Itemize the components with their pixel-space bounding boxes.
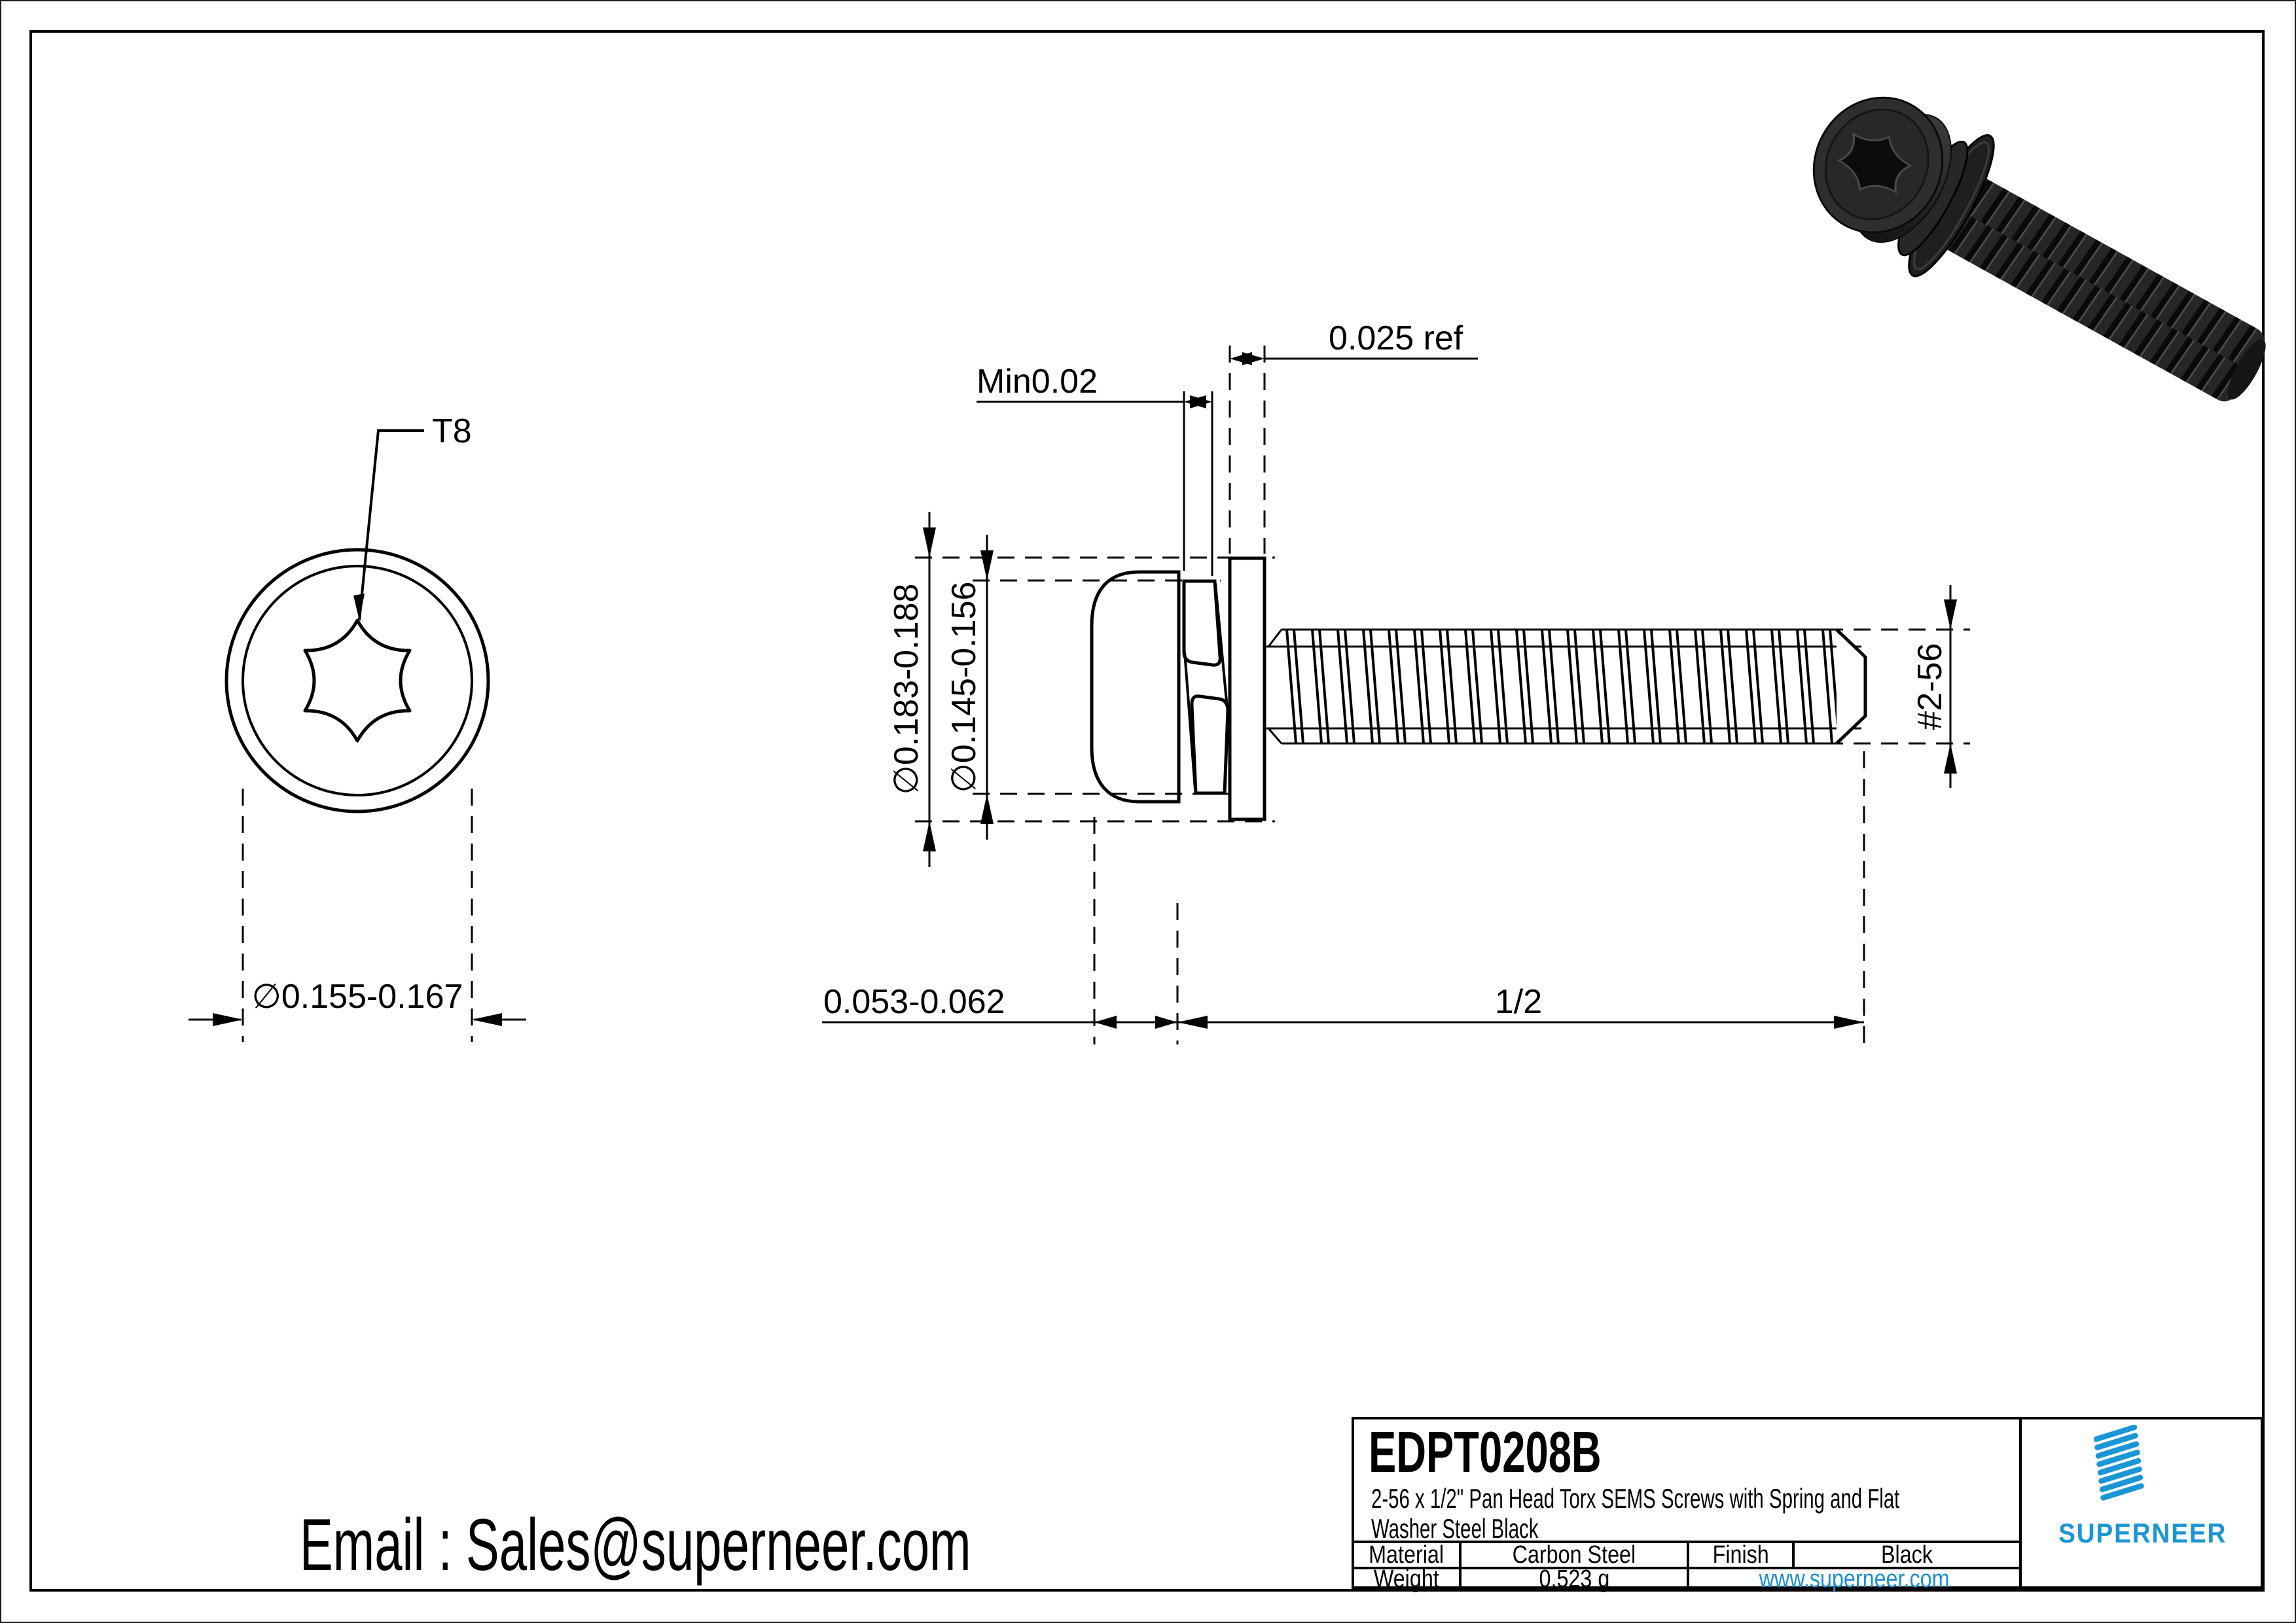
t8-leader-arrow bbox=[353, 594, 365, 620]
dim-label-head-height: 0.053-0.062 bbox=[823, 983, 1005, 1021]
dim-label-washer-ref: 0.025 ref bbox=[1329, 319, 1463, 357]
brand-logo-cell: SUPERNEER bbox=[2022, 1419, 2263, 1586]
part-description-line2: Washer Steel Black bbox=[1371, 1513, 1539, 1544]
finish-label-cell: Finish bbox=[1689, 1541, 1795, 1569]
thread-start-edge bbox=[1267, 629, 1283, 647]
thread-ridges-3d bbox=[1945, 179, 2262, 401]
side-view bbox=[1090, 556, 1867, 821]
website-link-cell: www.superneer.com bbox=[1689, 1565, 2022, 1593]
spring-washer-lower bbox=[1190, 694, 1230, 795]
weight-value-cell: 0.523 g bbox=[1462, 1565, 1689, 1593]
spring-washer-upper bbox=[1182, 579, 1222, 667]
t8-leader-line bbox=[358, 429, 424, 621]
sheet-frame bbox=[29, 30, 2265, 1592]
pan-head-profile bbox=[1090, 570, 1181, 804]
brand-name: SUPERNEER bbox=[2058, 1518, 2227, 1548]
thread-flanks bbox=[1282, 630, 1837, 743]
thread-start-edge bbox=[1267, 728, 1283, 744]
screw-3d-render bbox=[1812, 96, 2266, 402]
dimensions bbox=[822, 346, 1970, 1044]
part-description-line1: 2-56 x 1/2" Pan Head Torx SEMS Screws wi… bbox=[1371, 1483, 1900, 1514]
material-value-cell: Carbon Steel bbox=[1462, 1541, 1689, 1569]
title-block-description-cell: EDPT0208B 2-56 x 1/2" Pan Head Torx SEMS… bbox=[1354, 1419, 2022, 1544]
website-link[interactable]: www.superneer.com bbox=[1759, 1565, 1950, 1593]
title-block: EDPT0208B 2-56 x 1/2" Pan Head Torx SEMS… bbox=[1352, 1417, 2263, 1593]
spring-washer-edge bbox=[1183, 651, 1196, 790]
finish-value-cell: Black bbox=[1795, 1541, 2022, 1569]
part-number: EDPT0208B bbox=[1369, 1419, 1602, 1484]
dim-label-washer-od: ∅0.183-0.188 bbox=[888, 584, 925, 795]
washer-outline-circle bbox=[224, 548, 490, 813]
diagonal-stripes-icon bbox=[2094, 1425, 2144, 1501]
spring-washer-edge bbox=[1214, 583, 1229, 709]
dim-label-thread-size: #2-56 bbox=[1911, 643, 1949, 730]
dim-label-length: 1/2 bbox=[1495, 983, 1542, 1021]
torx-socket-3d bbox=[1837, 132, 1912, 194]
dim-label-head-diameter: ∅0.155-0.167 bbox=[252, 978, 463, 1016]
dim-label-min-thickness: Min0.02 bbox=[977, 363, 1098, 401]
weight-label-cell: Weight bbox=[1354, 1565, 1462, 1593]
contact-email: Email : Sales@superneer.com bbox=[300, 1503, 1287, 1587]
dim-arrow bbox=[472, 1013, 502, 1026]
thread-end-chamfer bbox=[1835, 628, 1867, 745]
dim-label-t8: T8 bbox=[432, 412, 472, 450]
material-label-cell: Material bbox=[1354, 1541, 1462, 1569]
dim-arrow bbox=[213, 1013, 243, 1026]
contact-email-text: Email : Sales@superneer.com bbox=[300, 1504, 971, 1586]
dim-label-spring-od: ∅0.145-0.156 bbox=[945, 582, 983, 793]
head-outline-circle bbox=[242, 565, 473, 796]
thread-tip-3d bbox=[2227, 339, 2266, 400]
flat-washer-profile bbox=[1228, 556, 1266, 821]
torx-recess-outline bbox=[303, 618, 412, 743]
front-view bbox=[188, 429, 526, 1042]
